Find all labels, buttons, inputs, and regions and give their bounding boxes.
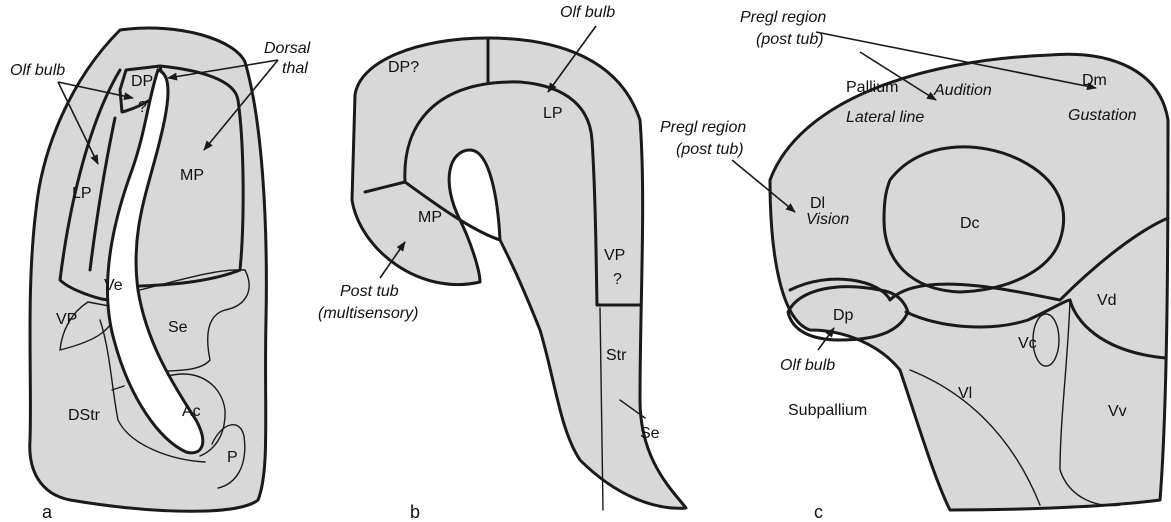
panel-a-dp-question: ? — [138, 99, 147, 116]
panel-c-audition-label: Audition — [933, 82, 992, 99]
panel-c-pallium-label: Pallium — [846, 79, 898, 96]
panel-c-subpallium-label: Subpallium — [788, 402, 867, 419]
panel-c-post-tub-left-label: (post tub) — [676, 141, 744, 158]
panel-a-se-label: Se — [168, 319, 188, 336]
panel-b-outline — [352, 38, 686, 508]
panel-a-p-label: P — [227, 449, 238, 466]
panel-a-dp-label: DP — [131, 73, 153, 90]
panel-b-dp-label: DP? — [388, 59, 419, 76]
panel-c-pregl-left-label: Pregl region — [660, 119, 746, 136]
panel-c-olf-bulb-label: Olf bulb — [780, 357, 835, 374]
panel-b-post-tub-label: Post tub — [340, 283, 399, 300]
panel-b-mp-label: MP — [418, 209, 442, 226]
panel-b-letter: b — [410, 502, 420, 522]
panel-a: DP ? LP MP Ve VP Se Ac DStr P Olf bulb D… — [10, 28, 311, 522]
panel-c: Pallium Dm Dl Dc Dp Vd Vc Vl Vv Subpalli… — [660, 9, 1168, 522]
panel-a-ve-label: Ve — [104, 277, 123, 294]
panel-a-olf-bulb-label: Olf bulb — [10, 62, 65, 79]
panel-a-mp-label: MP — [180, 167, 204, 184]
panel-b-str-label: Str — [606, 347, 627, 364]
panel-c-vc-label: Vc — [1018, 335, 1037, 352]
panel-a-dorsal-label: Dorsal — [264, 40, 311, 57]
panel-a-letter: a — [42, 502, 53, 522]
panel-c-gustation-label: Gustation — [1068, 107, 1137, 124]
panel-a-vp-label: VP — [56, 311, 77, 328]
panel-c-pregl-top-label: Pregl region — [740, 9, 826, 26]
panel-b-lp-label: LP — [543, 105, 563, 122]
panel-c-dl-label: Dl — [810, 195, 825, 212]
panel-c-dc-label: Dc — [960, 215, 980, 232]
panel-c-lateral-line-label: Lateral line — [846, 109, 924, 126]
panel-b-vp-question: ? — [613, 271, 622, 288]
panel-a-ac-label: Ac — [182, 403, 201, 420]
panel-c-vision-label: Vision — [806, 211, 849, 228]
panel-c-post-tub-top-label: (post tub) — [756, 31, 824, 48]
panel-a-thal-label: thal — [282, 60, 308, 77]
panel-b-vp-label: VP — [604, 247, 625, 264]
panel-c-vl-label: Vl — [958, 385, 972, 402]
panel-c-dp-label: Dp — [833, 307, 854, 324]
panel-c-letter: c — [814, 502, 823, 522]
panel-a-lp-label: LP — [72, 185, 92, 202]
panel-b-olf-bulb-label: Olf bulb — [560, 4, 615, 21]
panel-b: DP? LP MP VP ? Str Se Olf bulb Post tub … — [318, 4, 686, 522]
panel-c-vd-label: Vd — [1097, 292, 1117, 309]
panel-b-multisensory-label: (multisensory) — [318, 305, 418, 322]
panel-b-se-label: Se — [640, 425, 660, 442]
panel-a-dstr-label: DStr — [68, 407, 101, 424]
panel-c-vv-label: Vv — [1108, 403, 1127, 420]
